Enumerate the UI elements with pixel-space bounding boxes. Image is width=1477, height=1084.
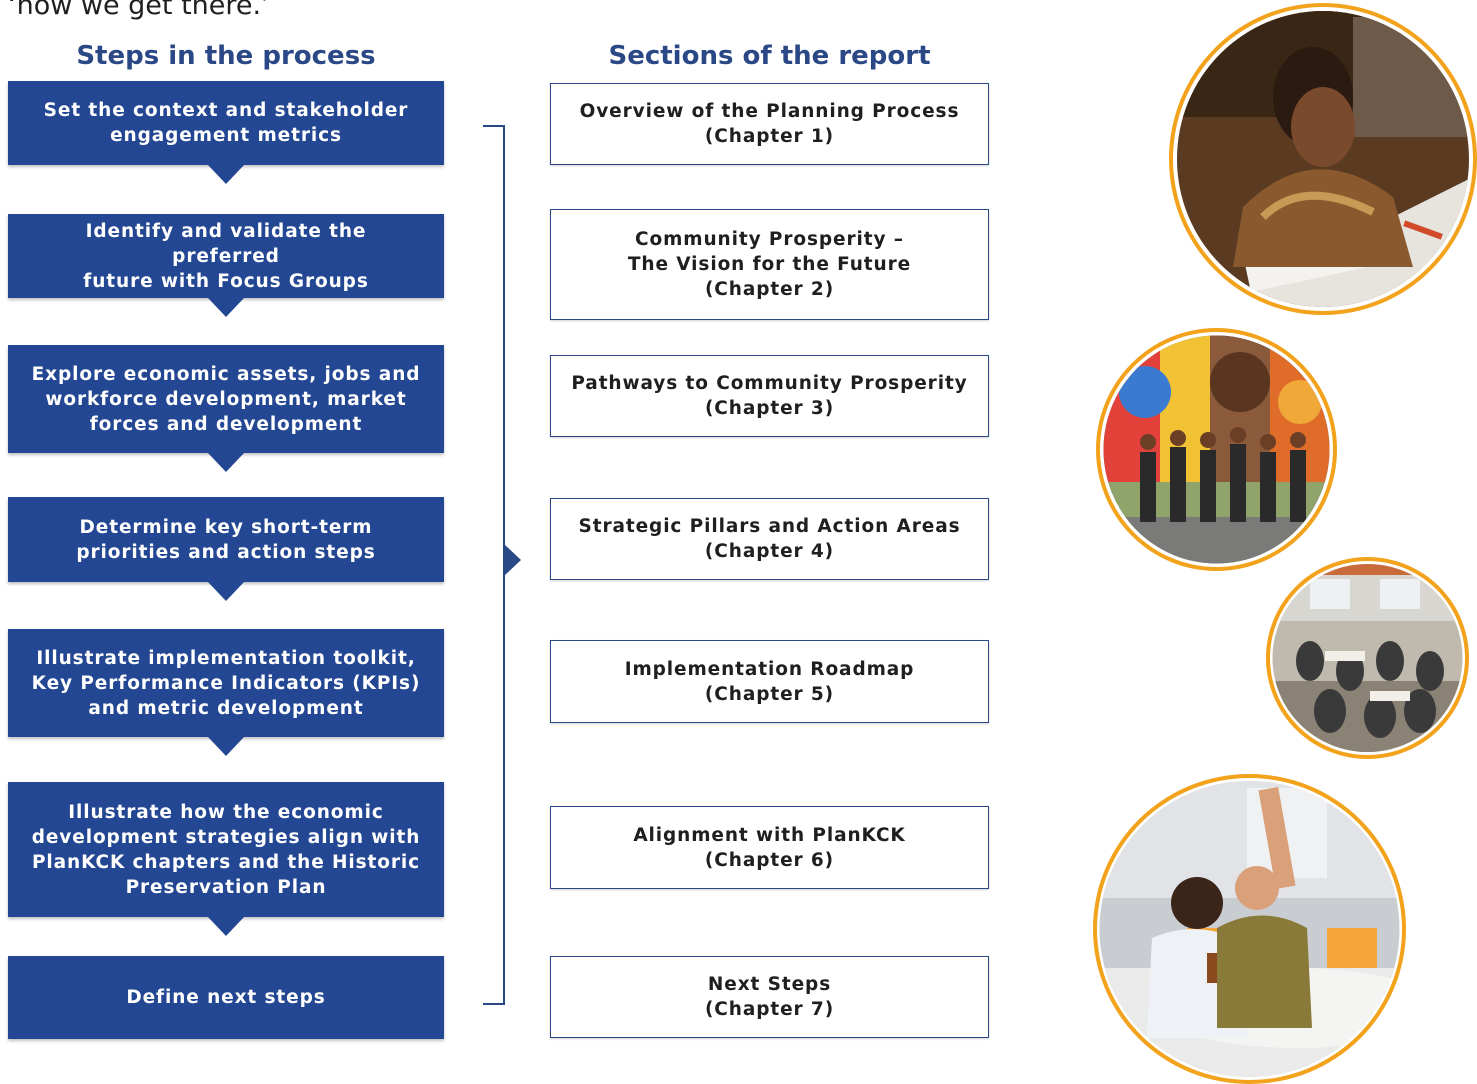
step-box: Identify and validate the preferred futu… (8, 214, 444, 298)
step-line: forces and development (89, 413, 363, 435)
section-line: (Chapter 7) (704, 999, 835, 1020)
section-line: Strategic Pillars and Action Areas (578, 516, 961, 537)
step-box: Determine key short-term priorities and … (8, 497, 444, 582)
section-box: Pathways to Community Prosperity (Chapte… (550, 355, 989, 437)
section-box: Community Prosperity – The Vision for th… (550, 209, 989, 320)
step-line: and metric development (88, 697, 364, 719)
step-box: Illustrate implementation toolkit, Key P… (8, 629, 444, 737)
section-box: Overview of the Planning Process (Chapte… (550, 83, 989, 165)
photo-group-mural-art (1103, 335, 1330, 564)
step-line: Key Performance Indicators (KPIs) (31, 672, 421, 694)
steps-heading: Steps in the process (76, 41, 376, 71)
step-line: Illustrate implementation toolkit, (36, 647, 416, 669)
step-box: Set the context and stakeholder engageme… (8, 81, 444, 165)
section-line: Implementation Roadmap (624, 658, 915, 680)
step-arrow (208, 737, 244, 756)
step-line: Preservation Plan (125, 876, 327, 898)
photo-person-writing-art (1177, 11, 1469, 307)
section-box: Next Steps (Chapter 7) (550, 956, 989, 1038)
section-box: Implementation Roadmap (Chapter 5) (550, 640, 989, 723)
step-box: Explore economic assets, jobs and workfo… (8, 345, 444, 453)
photo-person-writing-icon (1169, 3, 1477, 315)
section-line: (Chapter 2) (704, 279, 835, 300)
section-line: Community Prosperity – (635, 229, 904, 250)
intro-text: ‘how we get there.’ (8, 0, 270, 21)
section-line: (Chapter 1) (704, 126, 835, 147)
photo-raised-hand-art (1099, 781, 1400, 1077)
sections-heading: Sections of the report (608, 41, 931, 71)
step-box: Define next steps (8, 956, 444, 1039)
section-line: (Chapter 4) (704, 541, 835, 562)
step-line: priorities and action steps (76, 541, 376, 563)
photo-raised-hand-icon (1093, 774, 1406, 1084)
step-line: PlanKCK chapters and the Historic (31, 851, 421, 873)
section-line: (Chapter 6) (704, 849, 835, 871)
step-line: Set the context and stakeholder (43, 100, 409, 121)
step-arrow (208, 917, 244, 936)
step-arrow (208, 453, 244, 472)
photo-meeting-room-art (1272, 564, 1463, 752)
bracket-bottom (483, 1003, 505, 1005)
step-line: Define next steps (126, 987, 326, 1008)
section-line: (Chapter 5) (704, 683, 835, 705)
step-line: Illustrate how the economic (68, 801, 384, 823)
step-arrow (208, 582, 244, 601)
bracket-top (483, 125, 505, 127)
section-box: Strategic Pillars and Action Areas (Chap… (550, 498, 989, 580)
section-line: (Chapter 3) (704, 398, 835, 419)
step-box: Illustrate how the economic development … (8, 782, 444, 917)
step-line: future with Focus Groups (83, 270, 369, 292)
step-arrow (208, 298, 244, 317)
section-line: Overview of the Planning Process (579, 101, 960, 122)
photo-group-mural-icon (1096, 328, 1337, 571)
photo-meeting-room-icon (1266, 557, 1469, 759)
step-line: engagement metrics (110, 125, 342, 146)
bracket-arrow-icon (504, 544, 521, 576)
step-line: Determine key short-term (79, 516, 373, 538)
step-line: Explore economic assets, jobs and (31, 363, 421, 385)
step-line: development strategies align with (31, 826, 421, 848)
section-line: The Vision for the Future (627, 254, 912, 275)
section-line: Pathways to Community Prosperity (571, 373, 968, 394)
step-line: Identify and validate the preferred (85, 220, 367, 267)
step-arrow (208, 165, 244, 184)
section-box: Alignment with PlanKCK (Chapter 6) (550, 806, 989, 889)
step-line: workforce development, market (45, 388, 407, 410)
section-line: Next Steps (707, 974, 832, 995)
section-line: Alignment with PlanKCK (633, 824, 906, 846)
